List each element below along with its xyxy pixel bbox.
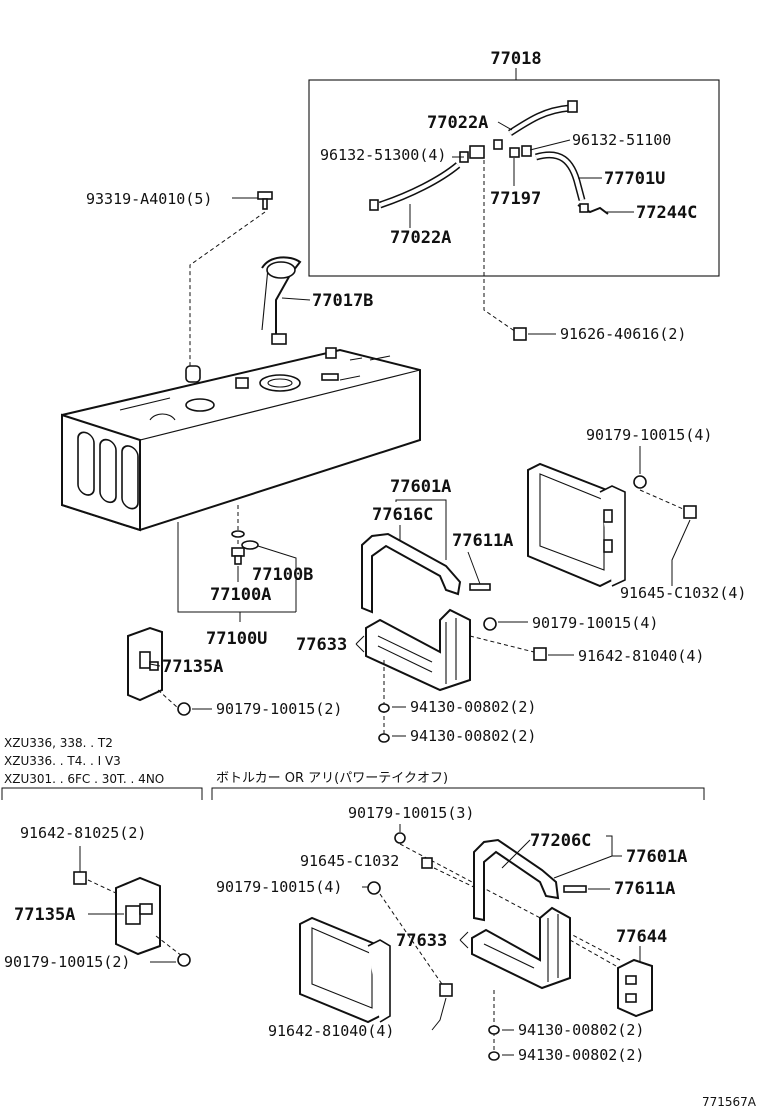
- label-90179-10015-4-bottom: 90179-10015(4): [216, 878, 342, 896]
- label-90179-10015-2: 90179-10015(2): [216, 700, 342, 718]
- washer-icon: [488, 1025, 500, 1035]
- note-line-3: XZU301. . 6FC . 30T. . 4NO: [4, 772, 164, 786]
- nut-icon: [367, 881, 381, 895]
- gasket-77100b-icon: [241, 540, 259, 550]
- gauge-port-icon: [259, 374, 301, 392]
- note-line-2: XZU336. . T4. . I V3: [4, 754, 121, 768]
- bracket-77135a-group: 77135A 90179-10015(2): [127, 626, 342, 718]
- band-77601a-icon: [473, 838, 560, 922]
- label-94130-00802-d: 94130-00802(2): [518, 1046, 644, 1064]
- filler-port-icon: [185, 398, 215, 412]
- washer-icon: [378, 733, 390, 743]
- label-77601a-bottom: 77601A: [626, 847, 687, 867]
- label-91626-40616: 91626-40616(2): [560, 325, 686, 343]
- band-77601a-icon: [361, 532, 462, 614]
- bolt-icon: [683, 505, 697, 519]
- drain-plug-group: 77100B 77100A 77100U: [177, 505, 313, 649]
- bolt-91626-group: 91626-40616(2): [513, 325, 686, 343]
- label-77701u: 77701U: [604, 169, 665, 189]
- clamp-77244c-icon: [579, 203, 589, 213]
- label-77100a: 77100A: [210, 585, 271, 605]
- washer-icon: [488, 1051, 500, 1061]
- applicability-notes: XZU336, 338. . T2 XZU336. . T4. . I V3 X…: [1, 736, 705, 800]
- label-77611a-bottom: 77611A: [614, 879, 675, 899]
- group-frame-77018: [308, 79, 720, 277]
- label-77206c: 77206C: [530, 831, 591, 851]
- hose-clip: [567, 100, 578, 113]
- label-77018: 77018: [490, 49, 541, 69]
- bottom-right-group: 90179-10015(3) 91645-C1032 90179-10015(4…: [216, 804, 687, 1064]
- label-94130-00802-c: 94130-00802(2): [518, 1021, 644, 1039]
- label-94130-00802-b: 94130-00802(2): [410, 727, 536, 745]
- label-91645-c1032: 91645-C1032: [300, 852, 399, 870]
- bolt-icon: [421, 857, 433, 869]
- bolt-icon: [257, 191, 273, 200]
- label-96132-51300: 96132-51300(4): [320, 146, 446, 164]
- band-group: 77601A 77616C 77611A 77633 90179-10015(4…: [296, 477, 704, 745]
- label-77633: 77633: [296, 635, 347, 655]
- label-77197: 77197: [490, 189, 541, 209]
- label-96132-51100: 96132-51100: [572, 131, 671, 149]
- label-77644: 77644: [616, 927, 667, 947]
- label-77100u: 77100U: [206, 629, 267, 649]
- label-91645-c1032-4: 91645-C1032(4): [620, 584, 746, 602]
- bolt-icon: [533, 647, 547, 661]
- protector-77633-icon: [365, 608, 471, 692]
- vent-hose-group: 77018 77022A 96132-51100 96132-51300(4) …: [308, 49, 720, 333]
- label-93319-a4010: 93319-A4010(5): [86, 190, 212, 208]
- label-91642-81040-4: 91642-81040(4): [578, 647, 704, 665]
- right-bracket-group: 90179-10015(4) 91645-C1032(4): [527, 426, 746, 602]
- label-77616c: 77616C: [372, 505, 433, 525]
- nut-icon: [394, 832, 406, 844]
- protector-77633-icon: [471, 906, 571, 990]
- fuel-tank: [61, 347, 421, 532]
- label-91642-81025: 91642-81025(2): [20, 824, 146, 842]
- nut-icon: [177, 702, 191, 716]
- bottom-left-group: 91642-81025(2) 77135A 90179-10015(2): [4, 824, 191, 971]
- label-77017b: 77017B: [312, 291, 373, 311]
- label-90179-10015-3: 90179-10015(3): [348, 804, 474, 822]
- label-94130-00802-a: 94130-00802(2): [410, 698, 536, 716]
- label-77022a-bottom: 77022A: [390, 228, 451, 248]
- nut-icon: [633, 475, 647, 489]
- washer-icon: [378, 703, 390, 713]
- bolt-icon: [439, 983, 453, 997]
- label-77633-bottom: 77633: [396, 931, 447, 951]
- nut-icon: [177, 953, 191, 967]
- label-90179-10015-4-top: 90179-10015(4): [586, 426, 712, 444]
- plug-77100a-icon: [231, 547, 245, 557]
- label-77611a: 77611A: [452, 531, 513, 551]
- label-90179-10015-4-mid: 90179-10015(4): [532, 614, 658, 632]
- bolt-icon: [73, 871, 87, 885]
- fuel-gauge-group: 77017B: [261, 256, 373, 345]
- pto-header: ボトルカー OR アリ(パワーテイクオフ): [216, 771, 448, 786]
- label-77135a-bottom: 77135A: [14, 905, 75, 925]
- label-91642-81040-4-bottom: 91642-81040(4): [268, 1022, 394, 1040]
- part-77197-icon: [509, 147, 520, 158]
- nut-icon: [483, 617, 497, 631]
- label-90179-10015-2-bottom: 90179-10015(2): [4, 953, 130, 971]
- label-77601a: 77601A: [390, 477, 451, 497]
- bolt-93319-group: 93319-A4010(5): [86, 190, 273, 370]
- pin-77611a-icon: [563, 885, 587, 893]
- note-line-1: XZU336, 338. . T2: [4, 736, 113, 750]
- figure-id: 771567A: [702, 1095, 757, 1109]
- label-77244c: 77244C: [636, 203, 697, 223]
- bracket-77644-icon: [617, 958, 653, 1018]
- pin-77611a-icon: [469, 583, 491, 591]
- union-joint: [469, 145, 485, 159]
- label-77135a: 77135A: [162, 657, 223, 677]
- bolt-icon: [513, 327, 527, 341]
- gauge-flange-icon: [266, 261, 296, 279]
- label-77022a-top: 77022A: [427, 113, 488, 133]
- label-77100b: 77100B: [252, 565, 313, 585]
